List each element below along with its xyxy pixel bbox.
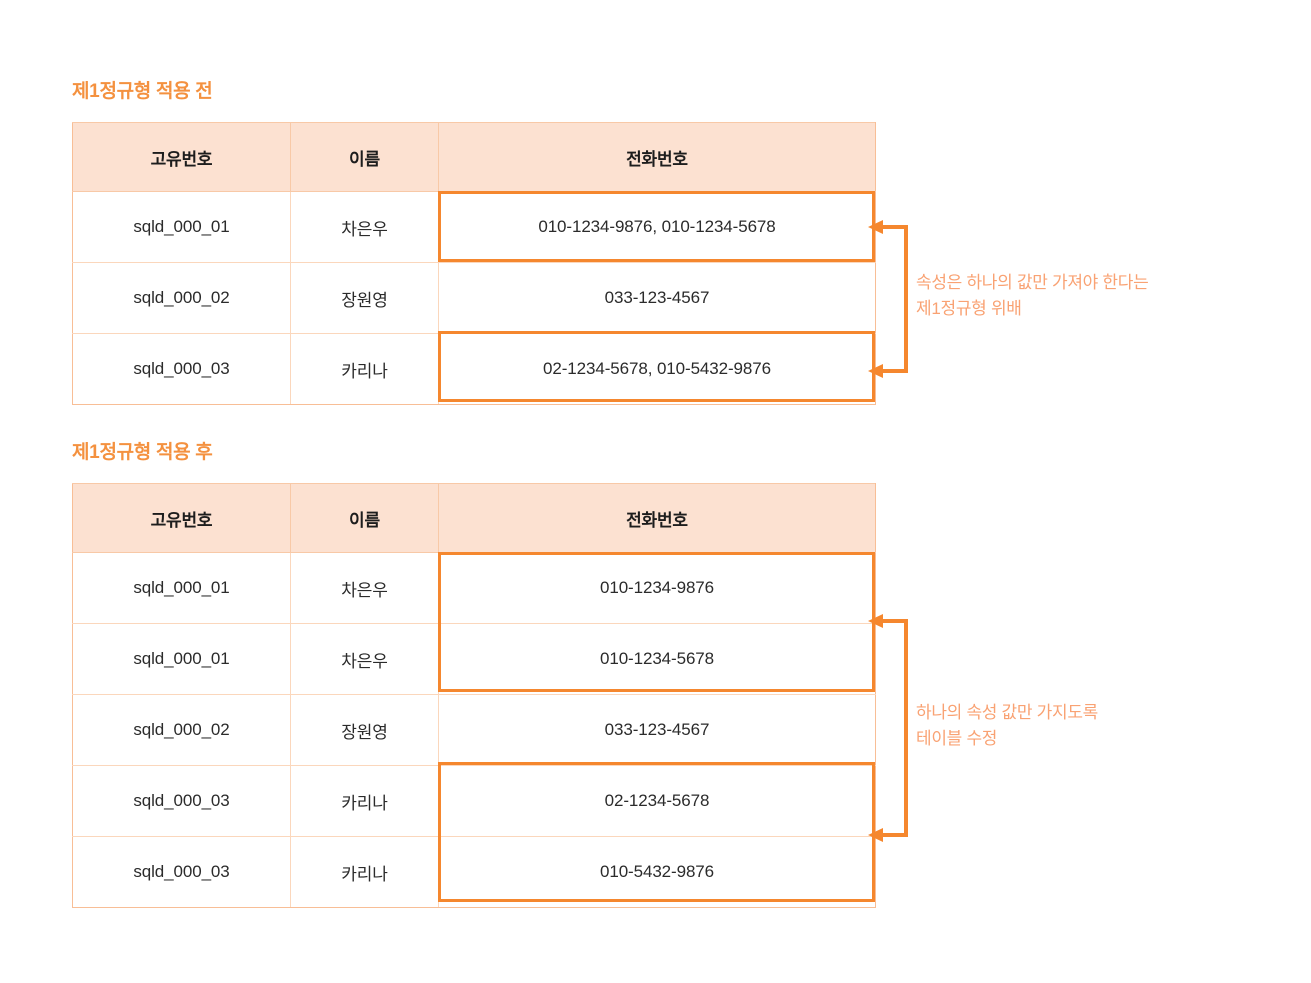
table-row: sqld_000_01 차은우 010-1234-9876, 010-1234-… [72, 191, 876, 263]
cell-name: 차은우 [290, 623, 439, 695]
cell-id: sqld_000_03 [72, 836, 291, 908]
section-title-after: 제1정규형 적용 후 [72, 442, 213, 463]
column-header-id: 고유번호 [72, 483, 291, 553]
table-row: sqld_000_03 카리나 010-5432-9876 [72, 836, 876, 908]
section-title-before: 제1정규형 적용 전 [72, 81, 213, 102]
cell-tel: 033-123-4567 [438, 694, 876, 766]
table-row: sqld_000_02 장원영 033-123-4567 [72, 262, 876, 334]
column-header-tel: 전화번호 [438, 483, 876, 553]
column-header-name: 이름 [290, 122, 439, 192]
cell-id: sqld_000_01 [72, 552, 291, 624]
cell-tel: 010-5432-9876 [438, 836, 876, 908]
cell-id: sqld_000_02 [72, 262, 291, 334]
cell-id: sqld_000_01 [72, 623, 291, 695]
cell-tel: 033-123-4567 [438, 262, 876, 334]
column-header-tel: 전화번호 [438, 122, 876, 192]
cell-id: sqld_000_03 [72, 333, 291, 405]
cell-tel: 010-1234-9876 [438, 552, 876, 624]
table-after-normalization: 고유번호 이름 전화번호 sqld_000_01 차은우 010-1234-98… [72, 483, 876, 908]
table-row: sqld_000_03 카리나 02-1234-5678 [72, 765, 876, 837]
cell-tel: 010-1234-9876, 010-1234-5678 [438, 191, 876, 263]
annotation-text-after: 하나의 속성 값만 가지도록 테이블 수정 [916, 703, 1099, 749]
cell-name: 차은우 [290, 191, 439, 263]
cell-tel: 02-1234-5678, 010-5432-9876 [438, 333, 876, 405]
table-row: sqld_000_01 차은우 010-1234-9876 [72, 552, 876, 624]
cell-name: 카리나 [290, 765, 439, 837]
cell-name: 카리나 [290, 836, 439, 908]
cell-name: 장원영 [290, 262, 439, 334]
table-row: sqld_000_03 카리나 02-1234-5678, 010-5432-9… [72, 333, 876, 405]
cell-id: sqld_000_03 [72, 765, 291, 837]
cell-tel: 02-1234-5678 [438, 765, 876, 837]
cell-name: 차은우 [290, 552, 439, 624]
column-header-name: 이름 [290, 483, 439, 553]
table-header-row: 고유번호 이름 전화번호 [72, 122, 876, 192]
table-row: sqld_000_01 차은우 010-1234-5678 [72, 623, 876, 695]
table-header-row: 고유번호 이름 전화번호 [72, 483, 876, 553]
cell-id: sqld_000_02 [72, 694, 291, 766]
annotation-text-before: 속성은 하나의 값만 가져야 한다는 제1정규형 위배 [916, 273, 1149, 319]
column-header-id: 고유번호 [72, 122, 291, 192]
cell-name: 장원영 [290, 694, 439, 766]
table-before-normalization: 고유번호 이름 전화번호 sqld_000_01 차은우 010-1234-98… [72, 122, 876, 405]
cell-id: sqld_000_01 [72, 191, 291, 263]
cell-tel: 010-1234-5678 [438, 623, 876, 695]
table-row: sqld_000_02 장원영 033-123-4567 [72, 694, 876, 766]
cell-name: 카리나 [290, 333, 439, 405]
